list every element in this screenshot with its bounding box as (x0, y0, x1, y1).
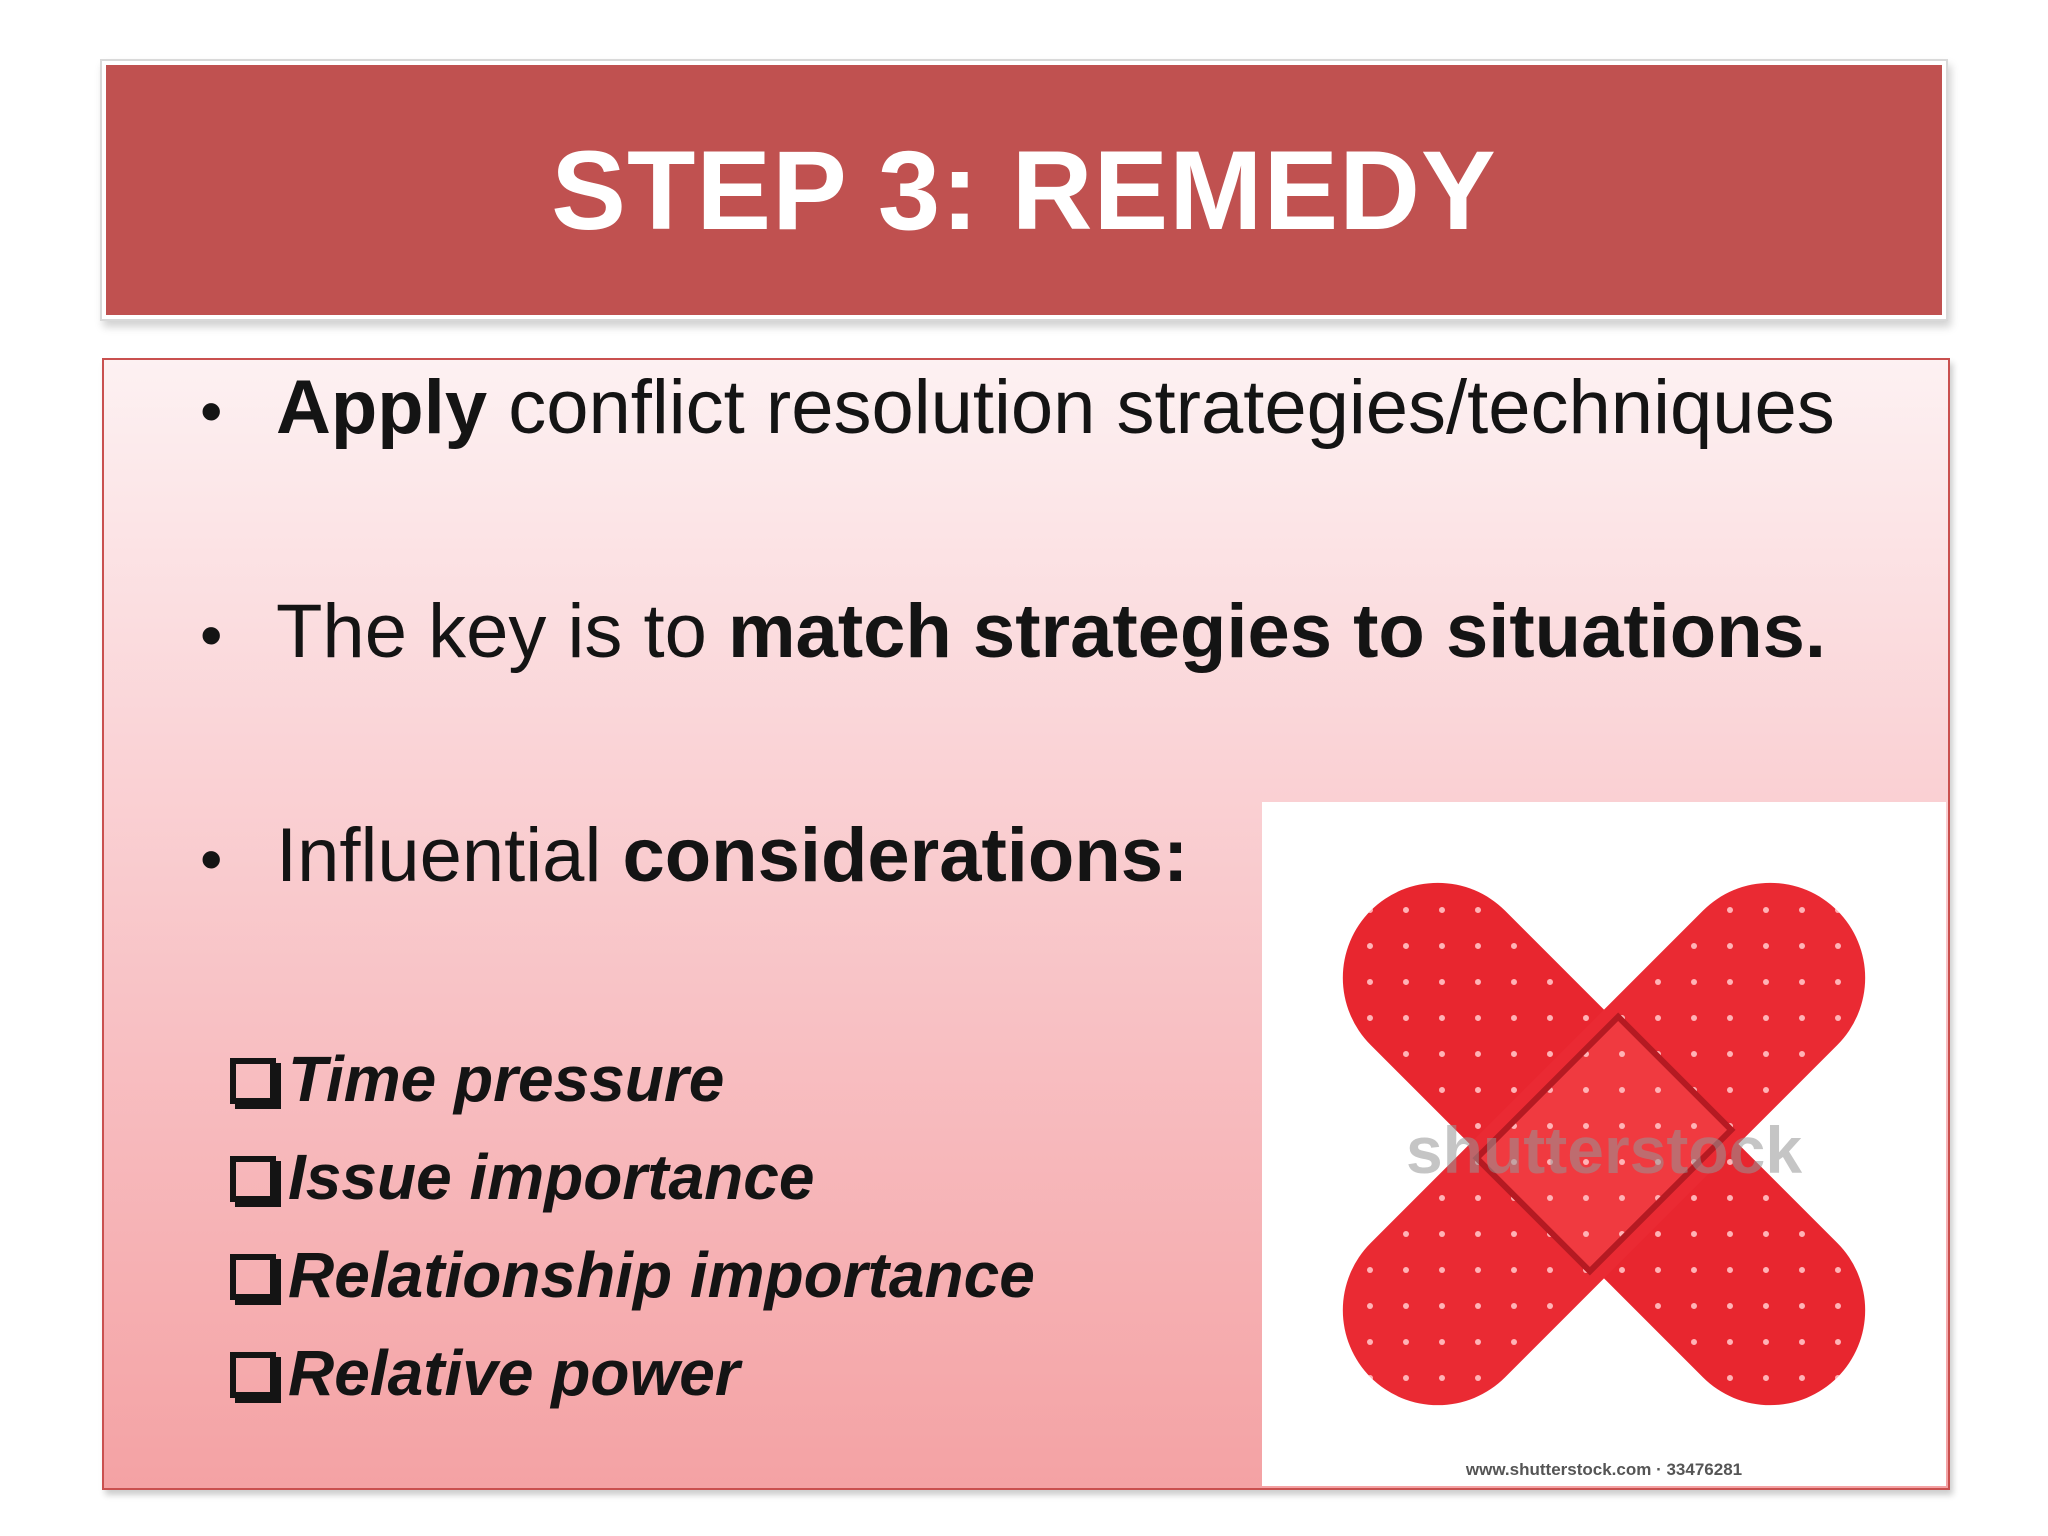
consideration-item: Relationship importance (230, 1238, 1035, 1312)
consideration-label: Relationship importance (288, 1239, 1035, 1311)
consideration-label: Time pressure (288, 1043, 725, 1115)
consideration-label: Issue importance (288, 1141, 815, 1213)
checkbox-bullet-icon (230, 1352, 276, 1398)
bullet-apply: • Apply conflict resolution strategies/t… (200, 364, 1835, 451)
bullet-bold-suffix: match strategies to situations. (727, 589, 1826, 674)
consideration-item: Relative power (230, 1336, 740, 1410)
bullet-dot: • (200, 375, 223, 447)
bullet-key: • The key is to match strategies to situ… (200, 588, 1826, 675)
bullet-bold-prefix: Apply (276, 365, 488, 450)
image-caption: www.shutterstock.com · 33476281 (1465, 1460, 1743, 1479)
slide-title: STEP 3: REMEDY (551, 127, 1497, 253)
bandage-image: shutterstock www.shutterstock.com · 3347… (1262, 802, 1946, 1486)
consideration-item: Time pressure (230, 1042, 724, 1116)
bullet-text: conflict resolution strategies/technique… (487, 365, 1835, 450)
crossed-bandages-icon (1342, 882, 1866, 1406)
bullet-dot: • (200, 599, 223, 671)
checkbox-bullet-icon (230, 1156, 276, 1202)
bullet-considerations: • Influential considerations: (200, 812, 1188, 899)
image-watermark: shutterstock (1405, 1113, 1803, 1187)
bullet-text: The key is to (276, 589, 728, 674)
consideration-item: Issue importance (230, 1140, 814, 1214)
bullet-dot: • (200, 823, 223, 895)
title-bar: STEP 3: REMEDY (106, 65, 1942, 315)
checkbox-bullet-icon (230, 1254, 276, 1300)
checkbox-bullet-icon (230, 1058, 276, 1104)
bullet-text: Influential (276, 813, 623, 898)
bullet-bold-suffix: considerations: (622, 813, 1189, 898)
consideration-label: Relative power (288, 1337, 740, 1409)
